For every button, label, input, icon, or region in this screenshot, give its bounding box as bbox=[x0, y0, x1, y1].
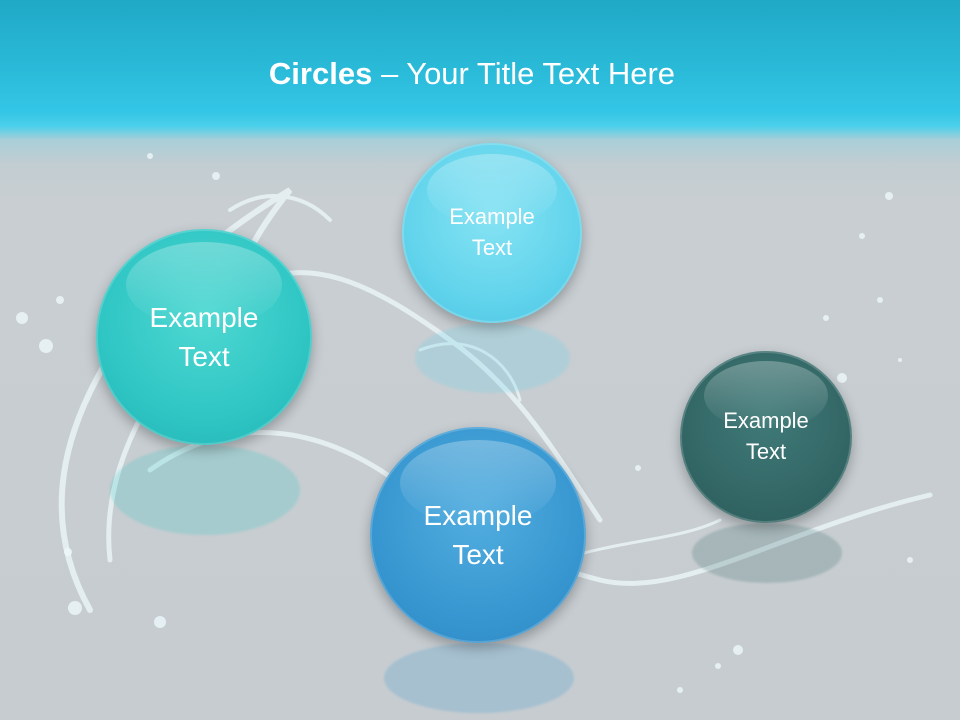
circle-1: Example Text bbox=[96, 229, 312, 445]
circle-reflection bbox=[110, 445, 300, 535]
circle-3: Example Text bbox=[370, 427, 586, 643]
title-rest: – Your Title Text Here bbox=[372, 56, 676, 91]
circle-2: Example Text bbox=[402, 143, 582, 323]
slide-title: Circles – Your Title Text Here bbox=[0, 56, 944, 92]
circle-4-label: Example Text bbox=[723, 408, 809, 464]
title-bold: Circles bbox=[268, 56, 373, 91]
circle-reflection bbox=[415, 323, 570, 393]
circle-reflection bbox=[384, 643, 574, 713]
circle-1-label: Example Text bbox=[149, 301, 259, 372]
circle-4: Example Text bbox=[680, 351, 852, 523]
circle-2-label: Example Text bbox=[449, 204, 535, 260]
circle-reflection bbox=[692, 523, 842, 583]
circle-3-label: Example Text bbox=[423, 499, 533, 570]
